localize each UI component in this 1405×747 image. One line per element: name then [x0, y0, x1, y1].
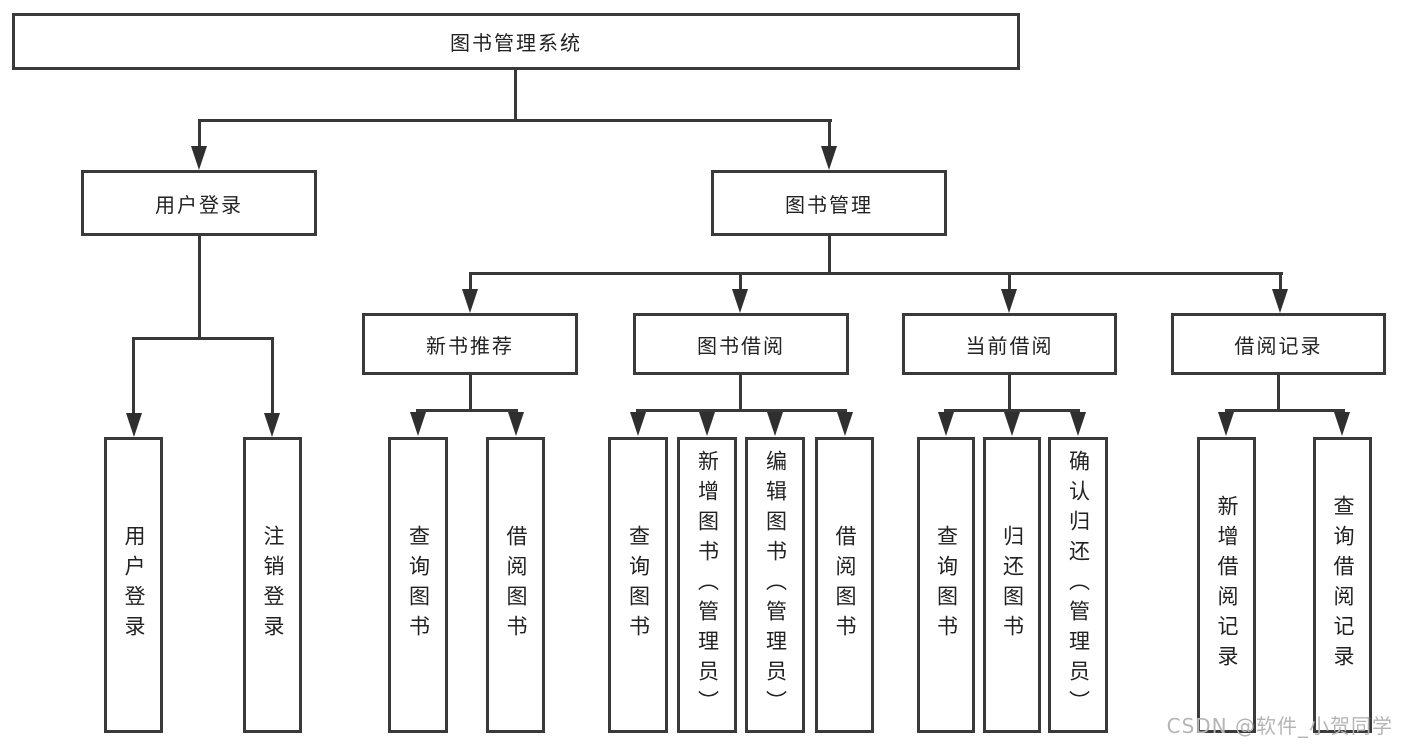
- node-user-login: 用户登录: [81, 170, 317, 236]
- node-label: 新书推荐: [426, 333, 514, 358]
- leaf-label: 查询借阅记录: [1331, 495, 1355, 675]
- edge-user-login-rail: [132, 337, 274, 340]
- node-label: 图书管理系统: [450, 31, 582, 55]
- arrow-down-icon: [508, 412, 524, 436]
- edge-to-new-book-rec-stem: [469, 272, 472, 292]
- leaf-label: 用户登录: [122, 525, 146, 645]
- arrow-down-icon: [1334, 412, 1350, 436]
- edge-root-to-user-login-stem: [198, 119, 201, 150]
- leaf-add-borrow-record: 新增借阅记录: [1197, 437, 1256, 733]
- arrow-down-icon: [938, 412, 954, 436]
- arrow-down-icon: [1272, 289, 1288, 313]
- edge-root-stem: [514, 70, 517, 122]
- arrow-down-icon: [821, 146, 837, 170]
- leaf-label: 确认归还（管理员）: [1066, 450, 1091, 720]
- edge-root-to-book-mgmt-stem: [828, 119, 831, 150]
- edge-to-book-borrow-stem: [739, 272, 742, 292]
- edge-root-rail: [198, 119, 832, 122]
- leaf-query-books-borrow: 查询图书: [608, 437, 668, 733]
- leaf-label: 新增图书（管理员）: [695, 450, 720, 720]
- arrow-down-icon: [699, 412, 715, 436]
- node-book-borrow: 图书借阅: [633, 313, 849, 375]
- arrow-down-icon: [1070, 412, 1086, 436]
- leaf-logout: 注销登录: [243, 437, 302, 733]
- edge-new-book-rec-rail: [416, 409, 518, 412]
- arrow-down-icon: [1218, 412, 1234, 436]
- leaf-query-books-current: 查询图书: [917, 437, 975, 733]
- leaf-label: 注销登录: [261, 525, 285, 645]
- leaf-label: 新增借阅记录: [1215, 495, 1239, 675]
- leaf-add-books-admin: 新增图书（管理员）: [677, 437, 737, 733]
- leaf-query-borrow-record: 查询借阅记录: [1313, 437, 1372, 733]
- edge-new-book-rec-stem: [469, 375, 472, 412]
- arrow-down-icon: [462, 289, 478, 313]
- csdn-watermark: CSDN @软件_小贺同学: [1166, 714, 1393, 738]
- edge-to-borrow-records-stem: [1279, 272, 1282, 292]
- leaf-label: 查询图书: [934, 525, 959, 645]
- leaf-borrow-books: 借阅图书: [815, 437, 874, 733]
- arrow-down-icon: [1001, 289, 1017, 313]
- leaf-edit-books-admin: 编辑图书（管理员）: [745, 437, 805, 733]
- arrow-down-icon: [126, 413, 142, 437]
- leaf-user-login: 用户登录: [104, 437, 163, 733]
- edge-borrow-records-rail: [1225, 409, 1345, 412]
- node-library-management-system: 图书管理系统: [12, 13, 1020, 70]
- leaf-query-books-recommend: 查询图书: [388, 437, 448, 733]
- node-new-book-recommend: 新书推荐: [362, 313, 578, 375]
- leaf-return-books: 归还图书: [983, 437, 1041, 733]
- edge-current-borrow-stem: [1008, 375, 1011, 412]
- arrow-down-icon: [191, 146, 207, 170]
- edge-book-mgmt-rail: [469, 272, 1283, 275]
- leaf-label: 编辑图书（管理员）: [763, 450, 788, 720]
- leaf-label: 借阅图书: [504, 525, 528, 645]
- edge-user-login-stem: [198, 236, 201, 340]
- leaf-label: 查询图书: [406, 525, 431, 645]
- edge-book-mgmt-stem: [828, 236, 831, 275]
- arrow-down-icon: [1004, 412, 1020, 436]
- node-label: 图书借阅: [697, 333, 785, 358]
- arrow-down-icon: [767, 412, 783, 436]
- node-label: 当前借阅: [965, 333, 1054, 358]
- leaf-label: 归还图书: [1000, 525, 1025, 645]
- node-book-management: 图书管理: [711, 170, 947, 236]
- edge-to-current-borrow-stem: [1008, 272, 1011, 292]
- leaf-borrow-books-recommend: 借阅图书: [486, 437, 545, 733]
- arrow-down-icon: [264, 413, 280, 437]
- edge-book-borrow-rail: [636, 409, 847, 412]
- arrow-down-icon: [837, 412, 853, 436]
- node-label: 图书管理: [785, 192, 873, 217]
- arrow-down-icon: [630, 412, 646, 436]
- leaf-confirm-return-admin: 确认归还（管理员）: [1048, 437, 1108, 733]
- node-label: 借阅记录: [1234, 333, 1323, 358]
- leaf-label: 查询图书: [626, 525, 651, 645]
- node-label: 用户登录: [155, 192, 243, 217]
- edge-to-logout-leaf-stem: [271, 337, 274, 414]
- node-current-borrow: 当前借阅: [902, 313, 1117, 375]
- edge-borrow-records-stem: [1277, 375, 1280, 412]
- arrow-down-icon: [732, 289, 748, 313]
- edge-current-borrow-rail: [944, 409, 1080, 412]
- node-borrow-records: 借阅记录: [1171, 313, 1386, 375]
- arrow-down-icon: [410, 412, 426, 436]
- leaf-label: 借阅图书: [833, 525, 857, 645]
- edge-book-borrow-stem: [739, 375, 742, 412]
- edge-to-login-leaf-stem: [132, 337, 135, 414]
